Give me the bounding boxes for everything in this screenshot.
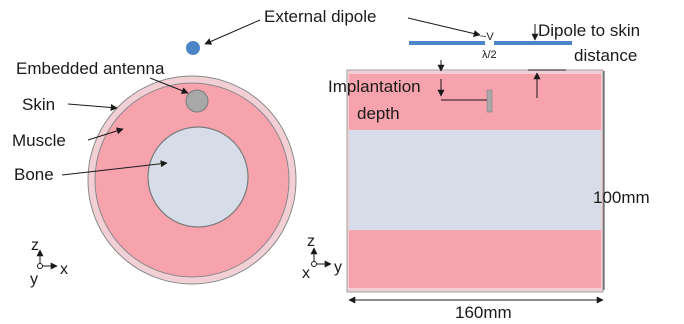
dipole-to-skin-label-1: Dipole to skin bbox=[538, 21, 640, 40]
axes-left: z y x bbox=[30, 237, 68, 288]
muscle-slab-top bbox=[349, 74, 601, 130]
implantation-depth-label-1: Implantation bbox=[328, 77, 421, 96]
bone-label: Bone bbox=[14, 165, 54, 184]
implantation-depth-label-2: depth bbox=[357, 104, 400, 123]
dipole-arm-right bbox=[494, 41, 572, 45]
muscle-label: Muscle bbox=[12, 131, 66, 150]
skin-arrow bbox=[67, 103, 118, 111]
bone-layer bbox=[147, 126, 249, 228]
axis-x-label-right: x bbox=[302, 265, 310, 282]
layered-phantom bbox=[346, 69, 604, 293]
bone-arrow bbox=[61, 160, 168, 176]
embedded-antenna-arrow bbox=[149, 77, 189, 94]
embedded-antenna-label: Embedded antenna bbox=[16, 59, 165, 78]
half-wavelength-label: λ/2 bbox=[482, 49, 497, 61]
external-dipole-pointer bbox=[407, 17, 481, 37]
implant-antenna-icon bbox=[486, 89, 493, 113]
embedded-antenna-icon bbox=[185, 89, 209, 113]
source-symbol: ~V bbox=[480, 31, 494, 43]
external-dipole-label: External dipole bbox=[264, 7, 376, 26]
dipole-arm-left bbox=[409, 41, 485, 45]
axis-y-label-left: y bbox=[30, 271, 38, 288]
height-dimension-label: 100mm bbox=[593, 188, 650, 207]
external-dipole-arrow bbox=[204, 19, 261, 45]
skin-label: Skin bbox=[22, 95, 55, 114]
muscle-arrow bbox=[87, 127, 124, 141]
bone-slab bbox=[349, 130, 601, 230]
axis-x-label-left: x bbox=[60, 261, 68, 278]
axis-z-label-left: z bbox=[31, 237, 39, 254]
axis-y-label-right: y bbox=[334, 259, 342, 276]
muscle-slab-bottom bbox=[349, 230, 601, 288]
dipole-antenna: ~V λ/2 bbox=[409, 31, 572, 61]
width-dimension-label: 160mm bbox=[455, 303, 512, 322]
dipole-to-skin-label-2: distance bbox=[574, 46, 637, 65]
external-dipole-icon bbox=[186, 41, 200, 55]
axes-right: z x y bbox=[302, 233, 342, 282]
axis-z-label-right: z bbox=[307, 233, 315, 250]
circular-phantom bbox=[87, 41, 297, 285]
